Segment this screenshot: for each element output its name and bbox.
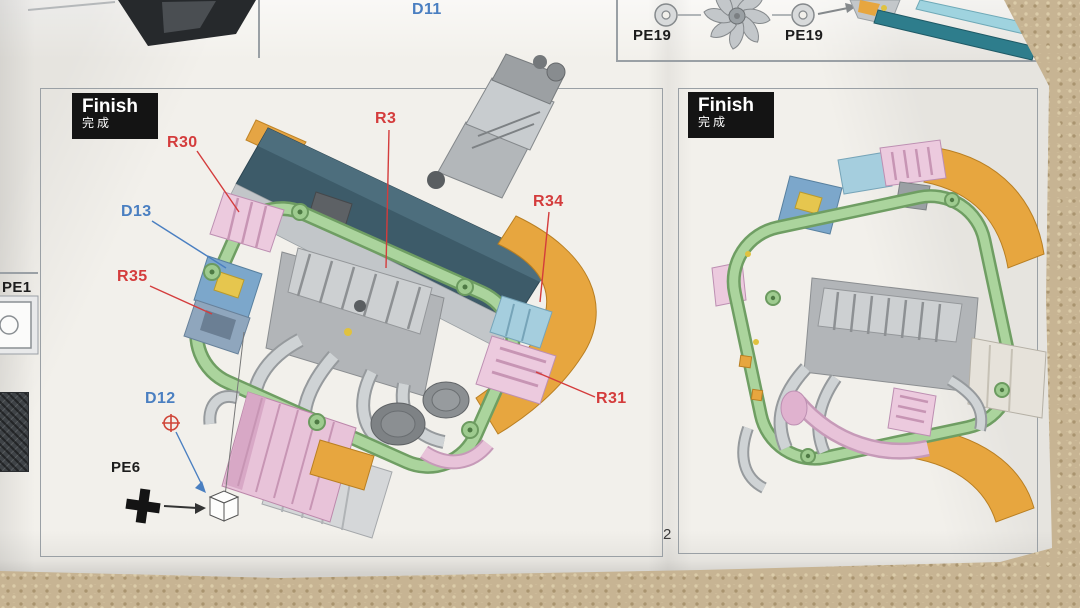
part-r30: [209, 191, 285, 253]
part-r35: [183, 299, 251, 355]
part-r31: [475, 335, 557, 405]
arrow-right-icon: [817, 3, 857, 15]
callout-r34: R34: [533, 193, 564, 210]
callout-d12: D12: [145, 390, 176, 407]
left-engine-illustration: [183, 53, 597, 539]
callout-pe1: PE1: [2, 279, 32, 296]
callout-pe6: PE6: [111, 459, 141, 476]
finish-subtitle: 完成: [82, 116, 113, 130]
circle-plus-icon: [162, 414, 180, 432]
finish-badge-left: Finish 完成: [72, 93, 158, 139]
assembly-cube-icon: [208, 490, 240, 522]
top-divider-line-left: [258, 0, 260, 58]
left-step-panel: [40, 88, 663, 557]
part-r34: [489, 295, 553, 349]
square-part-icon: [0, 295, 39, 355]
cross-part-icon: [125, 488, 161, 524]
frame-joints: [203, 203, 479, 439]
blue-arrow: [175, 431, 206, 493]
hatched-part-icon: [0, 392, 29, 472]
washer-icon: [791, 3, 815, 27]
frame-loop: [726, 189, 1019, 466]
fan-icon: [703, 0, 771, 50]
assembly-pointer-line: [224, 331, 245, 497]
top-section-bottom-line: [616, 60, 1040, 62]
finish-title: Finish: [698, 95, 754, 116]
washer-icon: [654, 3, 678, 27]
callout-d13: D13: [121, 203, 152, 220]
finish-badge-right: Finish 完成: [688, 92, 774, 138]
arrow-right-icon: [163, 503, 206, 514]
intake-tower: [427, 53, 566, 199]
callout-r3: R3: [375, 110, 397, 127]
top-pink-part: [879, 139, 947, 187]
top-divider-line-right: [616, 0, 618, 60]
callout-pe19-left: PE19: [633, 27, 672, 44]
callout-r30: R30: [167, 134, 198, 151]
left-margin-divider-line: [0, 272, 38, 274]
finish-title: Finish: [82, 96, 138, 117]
top-left-part-icon: [27, 0, 256, 46]
finish-subtitle: 完成: [698, 115, 729, 129]
callout-r31: R31: [596, 390, 627, 407]
callout-leader-lines: [149, 129, 596, 398]
right-step-panel: [678, 88, 1038, 554]
right-engine-illustration: [711, 139, 1047, 523]
callout-d11: D11: [412, 1, 442, 18]
fan-assembly: [654, 0, 857, 50]
callout-pe19-right: PE19: [785, 27, 824, 44]
page-number: 2: [663, 526, 672, 543]
callout-r35: R35: [117, 268, 148, 285]
pink-ribbed-part: [887, 387, 937, 437]
